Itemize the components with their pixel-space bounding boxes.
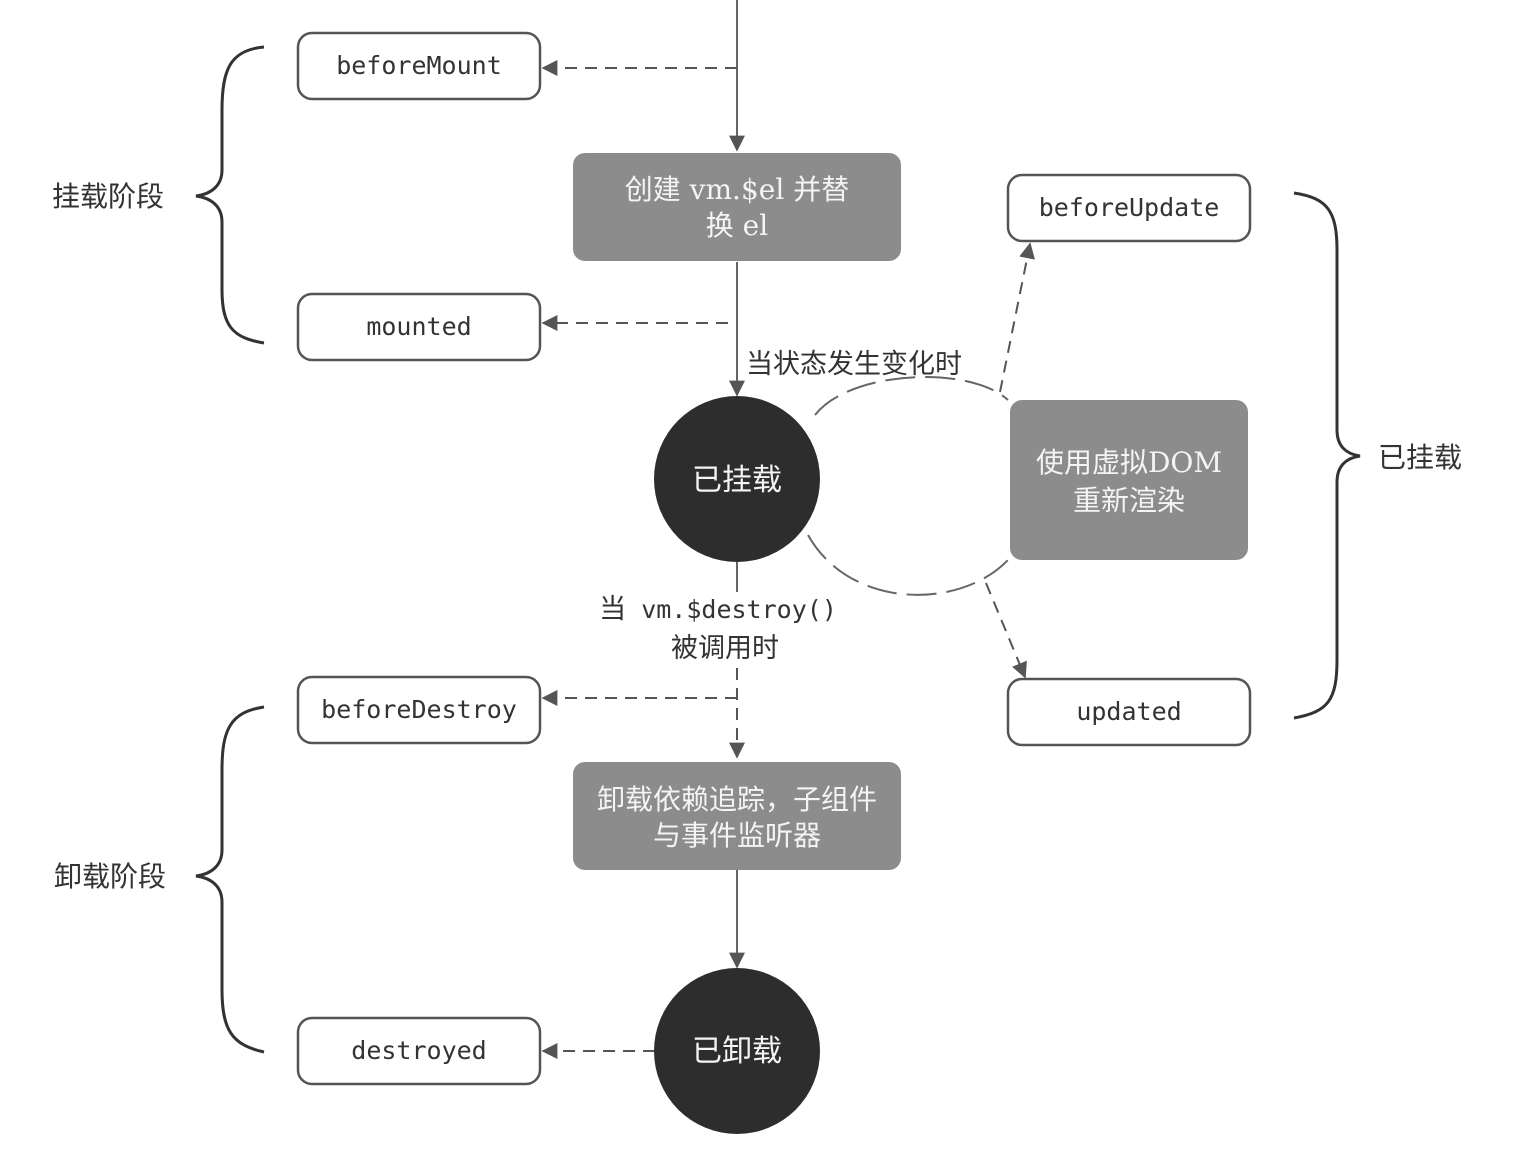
connector-before-update: [999, 242, 1035, 393]
phase-label-unmounting: 卸载阶段: [54, 860, 166, 893]
update-loop-upper: [814, 376, 1009, 416]
connector-updated: [985, 582, 1027, 679]
annotation-state-change: 当状态发生变化时: [746, 349, 962, 380]
hook-before-mount-label: beforeMount: [336, 51, 502, 80]
hook-before-destroy-label: beforeDestroy: [321, 695, 517, 724]
hook-updated: updated: [1006, 677, 1252, 747]
phase-label-mounting: 挂载阶段: [52, 180, 164, 213]
hook-destroyed-label: destroyed: [351, 1036, 486, 1065]
state-mounted: 已挂载: [654, 396, 820, 562]
state-mounted-label: 已挂载: [692, 463, 782, 498]
annotation-destroy-call-line1: 当 vm.$destroy(): [599, 594, 837, 625]
process-teardown-line1: 卸载依赖追踪，子组件: [597, 783, 877, 816]
hook-before-destroy: beforeDestroy: [296, 675, 542, 745]
process-create-el: 创建 vm.$el 并替 换 el: [573, 153, 901, 261]
process-rerender-line1: 使用虚拟DOM: [1036, 446, 1222, 479]
process-teardown-line2: 与事件监听器: [653, 819, 821, 852]
phase-label-mounted: 已挂载: [1378, 441, 1462, 474]
hook-before-update: beforeUpdate: [1006, 173, 1252, 243]
hook-mounted: mounted: [296, 292, 542, 362]
hook-destroyed: destroyed: [296, 1016, 542, 1086]
process-rerender-line2: 重新渲染: [1073, 484, 1185, 517]
hook-updated-label: updated: [1076, 697, 1181, 726]
process-rerender: 使用虚拟DOM 重新渲染: [1010, 400, 1248, 560]
brace-unmounting-phase: [195, 705, 265, 1054]
brace-mounted-state: [1293, 191, 1361, 720]
annotation-destroy-prefix: 当: [599, 594, 626, 625]
hook-mounted-label: mounted: [366, 312, 471, 341]
update-loop-lower: [807, 534, 1009, 596]
annotation-destroy-call-line2: 被调用时: [671, 633, 779, 664]
process-create-el-line1: 创建 vm.$el 并替: [625, 173, 849, 206]
annotation-destroy-code: vm.$destroy(): [641, 595, 837, 624]
process-teardown: 卸载依赖追踪，子组件 与事件监听器: [573, 762, 901, 870]
brace-mounting-phase: [195, 45, 265, 345]
hook-before-update-label: beforeUpdate: [1039, 193, 1220, 222]
process-create-el-line2: 换 el: [706, 209, 768, 242]
state-destroyed: 已卸载: [654, 968, 820, 1134]
state-destroyed-label: 已卸载: [692, 1034, 782, 1069]
hook-before-mount: beforeMount: [296, 31, 542, 101]
